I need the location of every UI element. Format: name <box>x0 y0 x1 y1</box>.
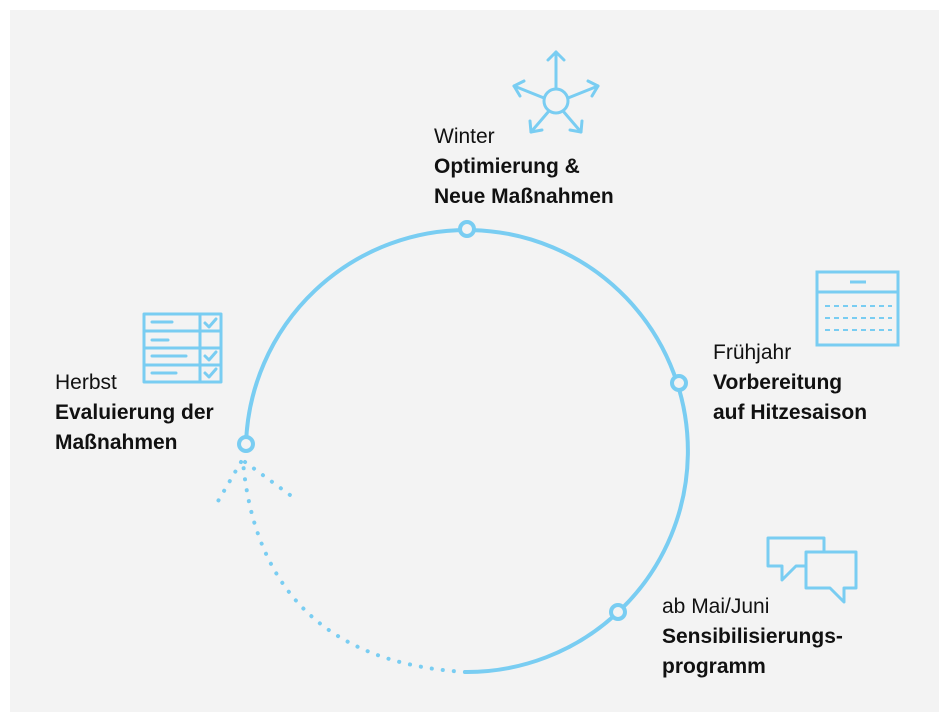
stage-summer: ab Mai/Juni Sensibilisierungs- programm <box>662 592 843 682</box>
title-spring: Vorbereitung auf Hitzesaison <box>713 371 868 424</box>
node-summer <box>609 603 627 621</box>
title-summer: Sensibilisierungs- programm <box>662 625 843 678</box>
speech-bubbles-icon <box>766 536 858 604</box>
season-spring: Frühjahr <box>713 341 792 364</box>
calendar-icon <box>815 270 900 347</box>
cycle-arc-dotted <box>241 460 467 674</box>
season-summer: ab Mai/Juni <box>662 595 770 618</box>
title-autumn: Evaluierung der Maßnahmen <box>55 401 214 454</box>
dotted-arrowhead <box>212 460 292 510</box>
season-winter: Winter <box>434 125 495 148</box>
node-spring <box>670 374 688 392</box>
season-autumn: Herbst <box>55 371 117 394</box>
node-autumn <box>237 435 255 453</box>
checklist-icon <box>142 312 223 384</box>
title-winter: Optimierung & Neue Maßnahmen <box>434 155 614 208</box>
diagram-background <box>10 10 939 712</box>
stage-winter: Winter Optimierung & Neue Maßnahmen <box>434 122 614 212</box>
node-winter <box>458 220 476 238</box>
stage-spring: Frühjahr Vorbereitung auf Hitzesaison <box>713 338 867 428</box>
network-arrows-icon <box>512 50 600 134</box>
stage-autumn: Herbst Evaluierung der Maßnahmen <box>55 368 214 458</box>
